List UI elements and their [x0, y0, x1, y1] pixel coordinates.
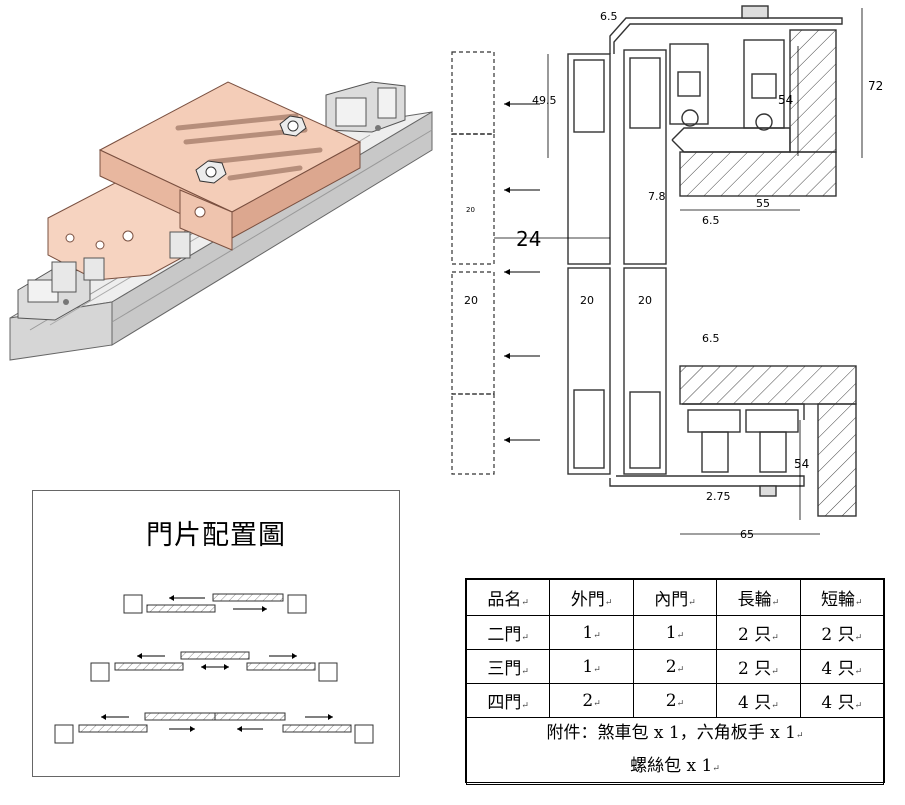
accessories-line-1: 附件：煞車包 x 1，六角板手 x 1↵	[546, 723, 804, 743]
spec-table: 品名↵ 外門↵ 內門↵ 長輪↵ 短輪↵ 二門↵ 1↵ 1↵ 2 只↵ 2 只↵ …	[465, 578, 885, 785]
dim-49-5: 49.5	[532, 94, 557, 107]
table-header-cell: 短輪↵	[799, 579, 885, 616]
table-row: 四門↵ 2↵ 2↵ 4 只↵ 4 只↵	[465, 683, 885, 718]
door-arrangement-diagrams	[54, 593, 374, 744]
dim-20-small: 20	[466, 206, 475, 214]
door-layout-panel: 門片配置圖	[32, 490, 400, 777]
accessories-line-2: 螺絲包 x 1↵	[630, 756, 720, 776]
bottom-hanger-assembly	[609, 403, 805, 497]
dim-20-b: 20	[580, 294, 594, 307]
top-header-section	[789, 29, 837, 153]
dim-54-bottom: 54	[794, 457, 809, 471]
dim-55: 55	[756, 197, 770, 210]
door-panel-column-3	[623, 49, 667, 475]
dim-7-8: 7.8	[648, 190, 666, 203]
dim-24: 24	[516, 227, 541, 251]
arrangement-two-door	[123, 593, 307, 614]
technical-section-drawing: 6.5 49.5 72 54 7.8 55 6.5 24 20 20 20 20…	[451, 5, 883, 541]
table-row: 三門↵ 1↵ 2↵ 2 只↵ 4 只↵	[465, 649, 885, 684]
table-header-cell: 外門↵	[549, 579, 634, 616]
isometric-hardware-illustration	[9, 81, 433, 361]
table-header-cell: 品名↵	[465, 579, 551, 616]
dashed-door-column	[451, 51, 495, 475]
arrangement-three-door	[90, 651, 338, 682]
arrangement-four-door	[54, 712, 374, 744]
table-header-cell: 長輪↵	[716, 579, 801, 616]
accessories-row: 附件：煞車包 x 1，六角板手 x 1↵ 螺絲包 x 1↵	[466, 717, 884, 785]
end-stop-right	[325, 81, 406, 133]
dim-20-c: 20	[638, 294, 652, 307]
direction-arrows	[504, 101, 540, 443]
dim-6-5-top: 6.5	[600, 10, 618, 23]
dim-6-5-mid: 6.5	[702, 214, 720, 227]
dim-6-5-bottom: 6.5	[702, 332, 720, 345]
dim-54-top: 54	[778, 93, 793, 107]
table-row: 二門↵ 1↵ 1↵ 2 只↵ 2 只↵	[465, 615, 885, 650]
bottom-wall-section	[679, 365, 857, 405]
dim-2-75: 2.75	[706, 490, 731, 503]
door-panel-column-2	[567, 53, 611, 475]
layout-title: 門片配置圖	[146, 520, 286, 551]
hanger-bracket	[47, 81, 362, 293]
dim-72: 72	[868, 79, 883, 93]
dim-20-a: 20	[464, 294, 478, 307]
bottom-header-section	[817, 403, 857, 517]
table-header-cell: 內門↵	[632, 579, 718, 616]
table-header-row: 品名↵ 外門↵ 內門↵ 長輪↵ 短輪↵	[465, 579, 885, 616]
top-wall-section	[679, 151, 837, 197]
dim-65: 65	[740, 528, 754, 541]
hex-nut-icon	[279, 115, 307, 137]
hex-nut-icon	[195, 160, 227, 184]
